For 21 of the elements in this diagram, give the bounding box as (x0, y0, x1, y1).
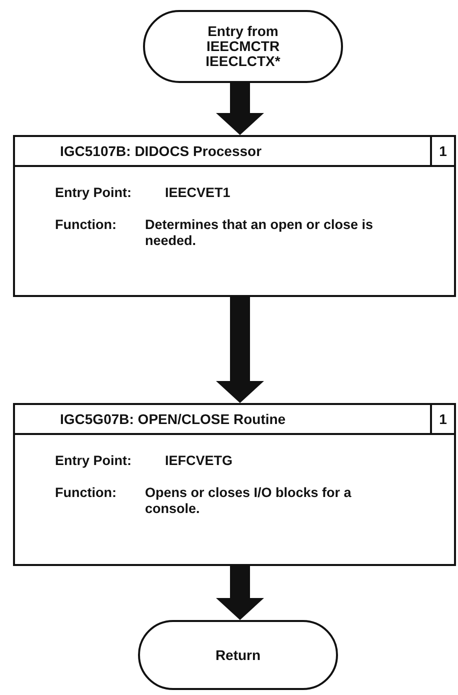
terminal-label: Return (214, 648, 262, 662)
terminal-shape (138, 620, 338, 690)
field-label: Function: (55, 217, 116, 233)
field-label: Function: (55, 485, 116, 501)
process-box (13, 403, 456, 566)
entry-point-name: IEECVET1 (165, 185, 230, 201)
flow-arrow (216, 83, 264, 135)
terminal-label: Entry from IEECMCTR IEECLCTX* (204, 24, 282, 69)
module-title: IGC5G07B: OPEN/CLOSE Routine (60, 411, 286, 427)
process-box (13, 135, 456, 297)
terminal-shape (143, 10, 343, 83)
field-label: Entry Point: (55, 453, 132, 469)
page-number: 1 (430, 405, 454, 433)
page-number: 1 (430, 137, 454, 165)
flow-arrow (216, 297, 264, 403)
entry-point-name: IEFCVETG (165, 453, 233, 469)
field-label: Entry Point: (55, 185, 132, 201)
module-title: IGC5107B: DIDOCS Processor (60, 143, 262, 159)
function-description: Opens or closes I/O blocks for a console. (145, 485, 352, 517)
flow-arrow (216, 566, 264, 620)
function-description: Determines that an open or close is needed. (145, 217, 374, 249)
